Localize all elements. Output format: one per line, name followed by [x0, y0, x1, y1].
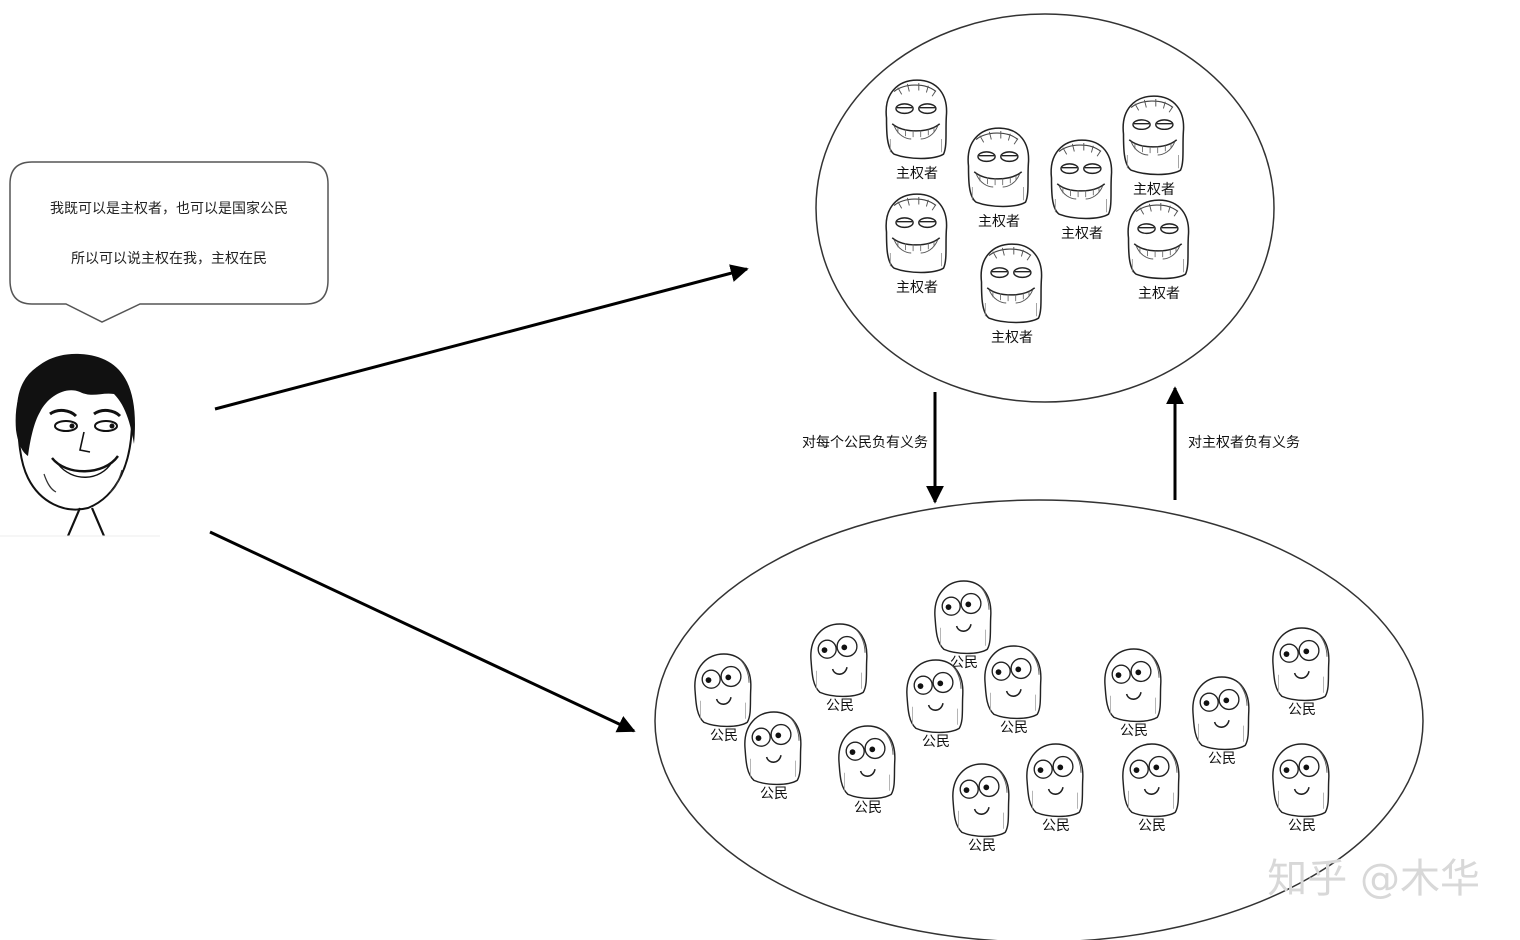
citizen-member: 公民: [810, 623, 868, 714]
citizen-label: 公民: [854, 800, 882, 816]
citizen-label: 公民: [1208, 751, 1236, 767]
citizen-face-icon: [694, 653, 752, 728]
citizen-member: 公民: [744, 711, 802, 802]
sovereign-member: 主权者: [885, 79, 948, 182]
arrow-up-label: 对主权者负有义务: [1188, 435, 1300, 451]
sovereign-group-ellipse: [815, 13, 1275, 403]
sovereign-face-icon: [980, 243, 1043, 324]
citizen-label: 公民: [922, 734, 950, 750]
citizen-label: 公民: [710, 728, 738, 744]
citizen-face-icon: [1272, 743, 1330, 818]
sovereign-label: 主权者: [1138, 286, 1180, 302]
citizen-label: 公民: [1120, 723, 1148, 739]
citizen-label: 公民: [950, 655, 978, 671]
arrow-down-label: 对每个公民负有义务: [802, 435, 928, 451]
sovereign-face-icon: [1050, 139, 1113, 220]
citizen-label: 公民: [1000, 720, 1028, 736]
citizen-face-icon: [1192, 676, 1250, 751]
citizen-face-icon: [744, 711, 802, 786]
sovereign-member: 主权者: [980, 243, 1043, 346]
sovereign-face-icon: [1127, 199, 1190, 280]
sovereign-face-icon: [1122, 95, 1185, 176]
speech-bubble-line-2: 所以可以说主权在我，主权在民: [71, 251, 267, 267]
sovereign-member: 主权者: [1122, 95, 1185, 198]
citizen-member: 公民: [1192, 676, 1250, 767]
sovereign-label: 主权者: [896, 166, 938, 182]
citizen-label: 公民: [760, 786, 788, 802]
citizen-member: 公民: [1122, 743, 1180, 834]
citizen-face-icon: [1272, 627, 1330, 702]
speech-bubble: 我既可以是主权者，也可以是国家公民 所以可以说主权在我，主权在民: [9, 161, 329, 323]
sovereign-label: 主权者: [978, 214, 1020, 230]
citizen-member: 公民: [952, 763, 1010, 854]
sovereign-member: 主权者: [1127, 199, 1190, 302]
arrow-to-sovereigns: [214, 264, 749, 411]
arrow-to-citizens: [209, 530, 636, 733]
citizen-member: 公民: [694, 653, 752, 744]
citizen-label: 公民: [826, 698, 854, 714]
sovereign-face-icon: [885, 79, 948, 160]
sovereign-member: 主权者: [885, 193, 948, 296]
citizen-member: 公民: [906, 659, 964, 750]
citizen-face-icon: [952, 763, 1010, 838]
sovereign-label: 主权者: [896, 280, 938, 296]
citizen-label: 公民: [1288, 702, 1316, 718]
citizen-group-ellipse: [654, 499, 1424, 940]
sovereign-label: 主权者: [1061, 226, 1103, 242]
speaker-hair: [15, 353, 135, 456]
citizen-label: 公民: [1042, 818, 1070, 834]
citizen-face-icon: [906, 659, 964, 734]
citizen-member: 公民: [934, 580, 992, 671]
citizen-member: 公民: [1104, 648, 1162, 739]
citizen-member: 公民: [1272, 743, 1330, 834]
citizen-face-icon: [934, 580, 992, 655]
sovereign-member: 主权者: [1050, 139, 1113, 242]
citizen-label: 公民: [1138, 818, 1166, 834]
sovereign-label: 主权者: [1133, 182, 1175, 198]
sovereign-member: 主权者: [967, 127, 1030, 230]
speaker-character: [0, 353, 160, 537]
citizen-face-icon: [1026, 743, 1084, 818]
citizen-face-icon: [810, 623, 868, 698]
citizen-face-icon: [1122, 743, 1180, 818]
sovereign-face-icon: [885, 193, 948, 274]
citizen-member: 公民: [984, 645, 1042, 736]
citizen-face-icon: [1104, 648, 1162, 723]
citizen-label: 公民: [1288, 818, 1316, 834]
citizen-label: 公民: [968, 838, 996, 854]
citizen-member: 公民: [838, 725, 896, 816]
sovereign-face-icon: [967, 127, 1030, 208]
citizen-member: 公民: [1026, 743, 1084, 834]
citizen-member: 公民: [1272, 627, 1330, 718]
speech-bubble-line-1: 我既可以是主权者，也可以是国家公民: [50, 200, 288, 217]
sovereign-label: 主权者: [991, 330, 1033, 346]
watermark: 知乎 @木华: [1267, 856, 1480, 902]
citizen-face-icon: [838, 725, 896, 800]
speech-bubble-outline: [9, 161, 329, 323]
speaker-smile: [51, 455, 119, 473]
citizen-face-icon: [984, 645, 1042, 720]
